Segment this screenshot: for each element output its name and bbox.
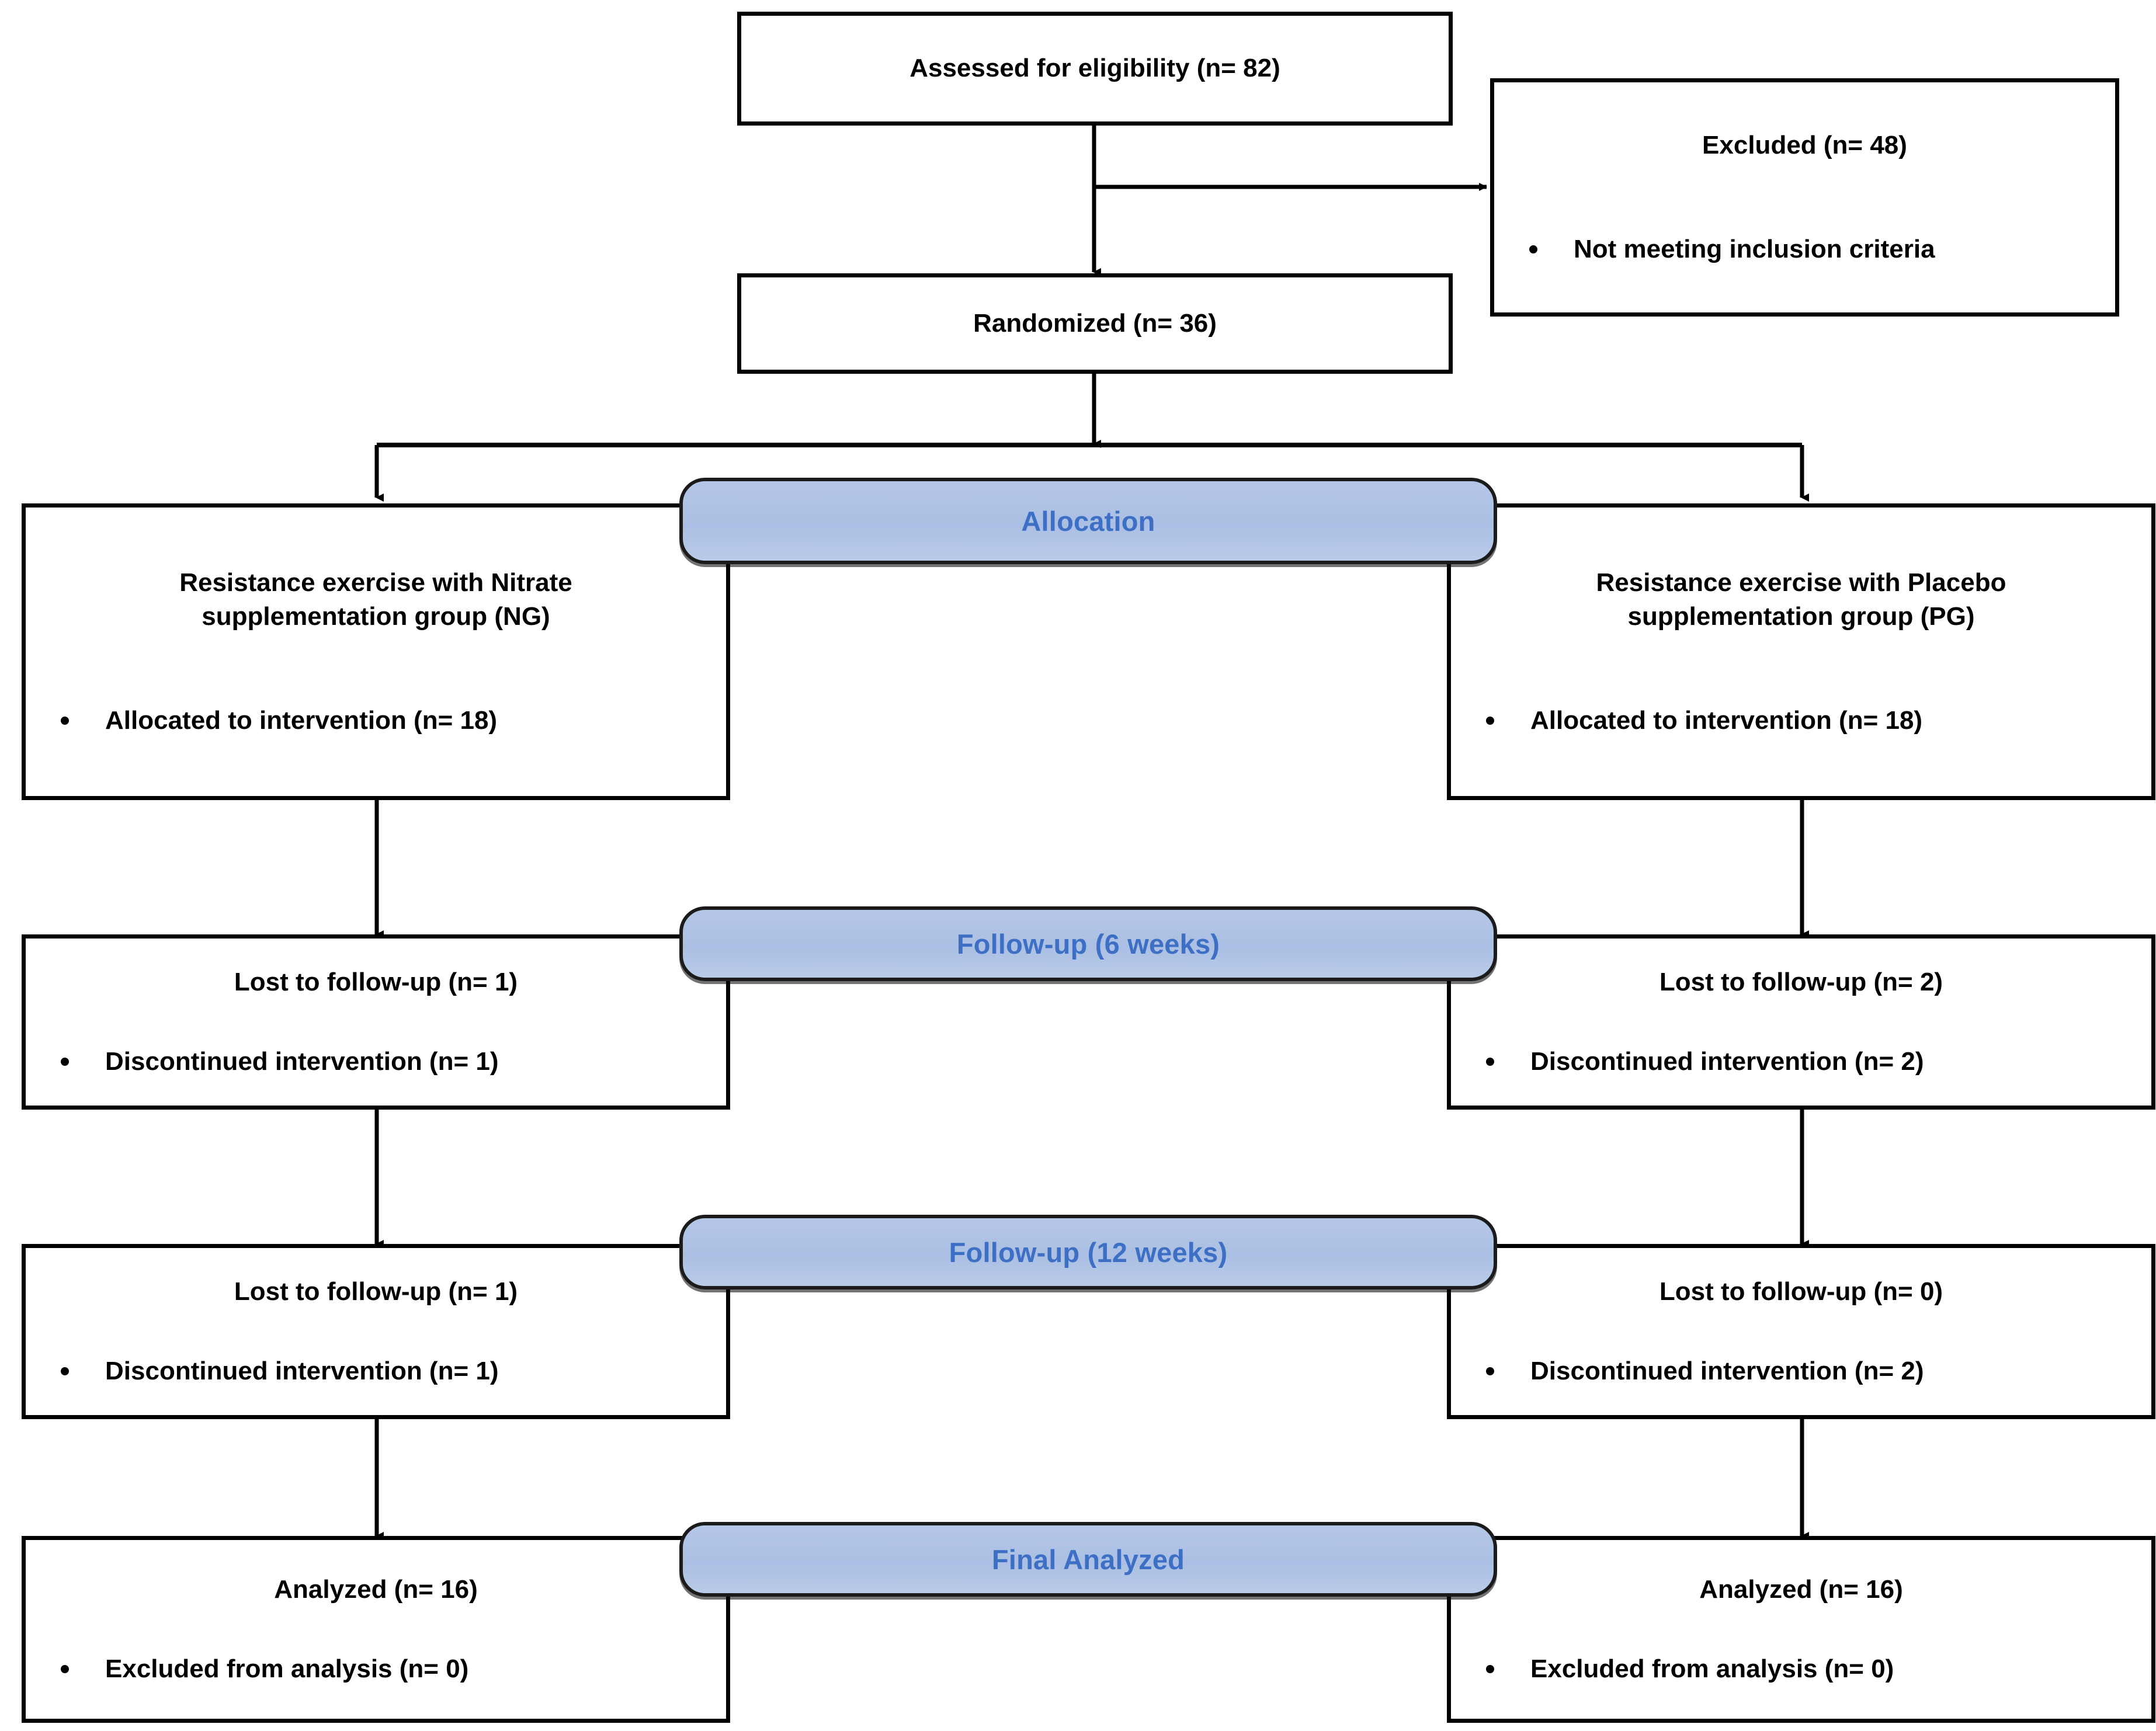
randomized-title: Randomized (n= 36)	[973, 308, 1217, 338]
right-followup12-bullet-text: Discontinued intervention (n= 2)	[1530, 1357, 1924, 1386]
bullet-dot-icon	[1529, 245, 1537, 254]
left-followup6-bullet-text: Discontinued intervention (n= 1)	[105, 1047, 499, 1076]
left-followup12-box: Lost to follow-up (n= 1) Discontinued in…	[22, 1244, 730, 1419]
bullet-dot-icon	[1486, 1665, 1494, 1674]
stage-banner-followup-12-weeks: Follow-up (12 weeks)	[679, 1215, 1497, 1289]
excluded-box: Excluded (n= 48) Not meeting inclusion c…	[1490, 78, 2119, 317]
left-analysis-bullet-row: Excluded from analysis (n= 0)	[26, 1652, 726, 1685]
stage-banner-followup-6-weeks: Follow-up (6 weeks)	[679, 906, 1497, 981]
right-analysis-bullet-text: Excluded from analysis (n= 0)	[1530, 1654, 1894, 1684]
spacer	[1451, 1309, 2151, 1354]
assessed-title: Assessed for eligibility (n= 82)	[909, 54, 1280, 83]
spacer	[26, 634, 726, 704]
stage-banner-allocation: Allocation	[679, 478, 1497, 564]
excluded-bullet-text: Not meeting inclusion criteria	[1574, 235, 1935, 264]
allocation-banner-label: Allocation	[1021, 505, 1155, 537]
left-allocation-bullet-text: Allocated to intervention (n= 18)	[105, 706, 498, 735]
randomized-box: Randomized (n= 36)	[737, 273, 1453, 374]
left-followup6-bullet-row: Discontinued intervention (n= 1)	[26, 1045, 726, 1078]
right-allocation-bullet-row: Allocated to intervention (n= 18)	[1451, 704, 2151, 737]
bullet-dot-icon	[61, 1665, 69, 1674]
left-allocation-box: Resistance exercise with Nitrate supplem…	[22, 503, 730, 800]
right-analysis-box: Analyzed (n= 16) Excluded from analysis …	[1447, 1536, 2155, 1723]
left-analysis-box: Analyzed (n= 16) Excluded from analysis …	[22, 1536, 730, 1723]
left-followup6-box: Lost to follow-up (n= 1) Discontinued in…	[22, 934, 730, 1110]
stage-banner-final-analyzed: Final Analyzed	[679, 1522, 1497, 1597]
right-allocation-box: Resistance exercise with Placebo supplem…	[1447, 503, 2155, 800]
bullet-dot-icon	[1486, 717, 1494, 725]
left-followup12-title: Lost to follow-up (n= 1)	[234, 1277, 518, 1306]
left-allocation-bullet-row: Allocated to intervention (n= 18)	[26, 704, 726, 737]
right-allocation-bullet-text: Allocated to intervention (n= 18)	[1530, 706, 1923, 735]
spacer	[1451, 1607, 2151, 1652]
excluded-bullet-row: Not meeting inclusion criteria	[1494, 232, 2115, 266]
left-followup6-title: Lost to follow-up (n= 1)	[234, 968, 518, 997]
final-banner-label: Final Analyzed	[991, 1544, 1185, 1575]
followup12-banner-label: Follow-up (12 weeks)	[949, 1236, 1228, 1268]
left-followup12-bullet-text: Discontinued intervention (n= 1)	[105, 1357, 499, 1386]
spacer	[26, 999, 726, 1045]
right-allocation-title: Resistance exercise with Placebo supplem…	[1596, 568, 2006, 631]
spacer	[1451, 634, 2151, 704]
left-analysis-title: Analyzed (n= 16)	[274, 1575, 478, 1604]
bullet-dot-icon	[1486, 1058, 1494, 1066]
right-followup12-box: Lost to follow-up (n= 0) Discontinued in…	[1447, 1244, 2155, 1419]
spacer	[26, 1309, 726, 1354]
bullet-dot-icon	[1486, 1367, 1494, 1376]
bullet-dot-icon	[61, 1058, 69, 1066]
right-followup6-box: Lost to follow-up (n= 2) Discontinued in…	[1447, 934, 2155, 1110]
right-followup12-title: Lost to follow-up (n= 0)	[1659, 1277, 1943, 1306]
right-followup12-bullet-row: Discontinued intervention (n= 2)	[1451, 1354, 2151, 1388]
excluded-title: Excluded (n= 48)	[1702, 131, 1907, 160]
spacer	[1451, 999, 2151, 1045]
assessed-for-eligibility-box: Assessed for eligibility (n= 82)	[737, 12, 1453, 126]
right-analysis-bullet-row: Excluded from analysis (n= 0)	[1451, 1652, 2151, 1685]
left-followup12-bullet-row: Discontinued intervention (n= 1)	[26, 1354, 726, 1388]
bullet-dot-icon	[61, 717, 69, 725]
followup6-banner-label: Follow-up (6 weeks)	[956, 928, 1220, 960]
right-analysis-title: Analyzed (n= 16)	[1699, 1575, 1903, 1604]
left-analysis-bullet-text: Excluded from analysis (n= 0)	[105, 1654, 469, 1684]
right-followup6-title: Lost to follow-up (n= 2)	[1659, 968, 1943, 997]
right-followup6-bullet-text: Discontinued intervention (n= 2)	[1530, 1047, 1924, 1076]
bullet-dot-icon	[61, 1367, 69, 1376]
left-allocation-title: Resistance exercise with Nitrate supplem…	[179, 568, 572, 631]
spacer	[26, 1607, 726, 1652]
spacer	[1494, 162, 2115, 232]
right-followup6-bullet-row: Discontinued intervention (n= 2)	[1451, 1045, 2151, 1078]
